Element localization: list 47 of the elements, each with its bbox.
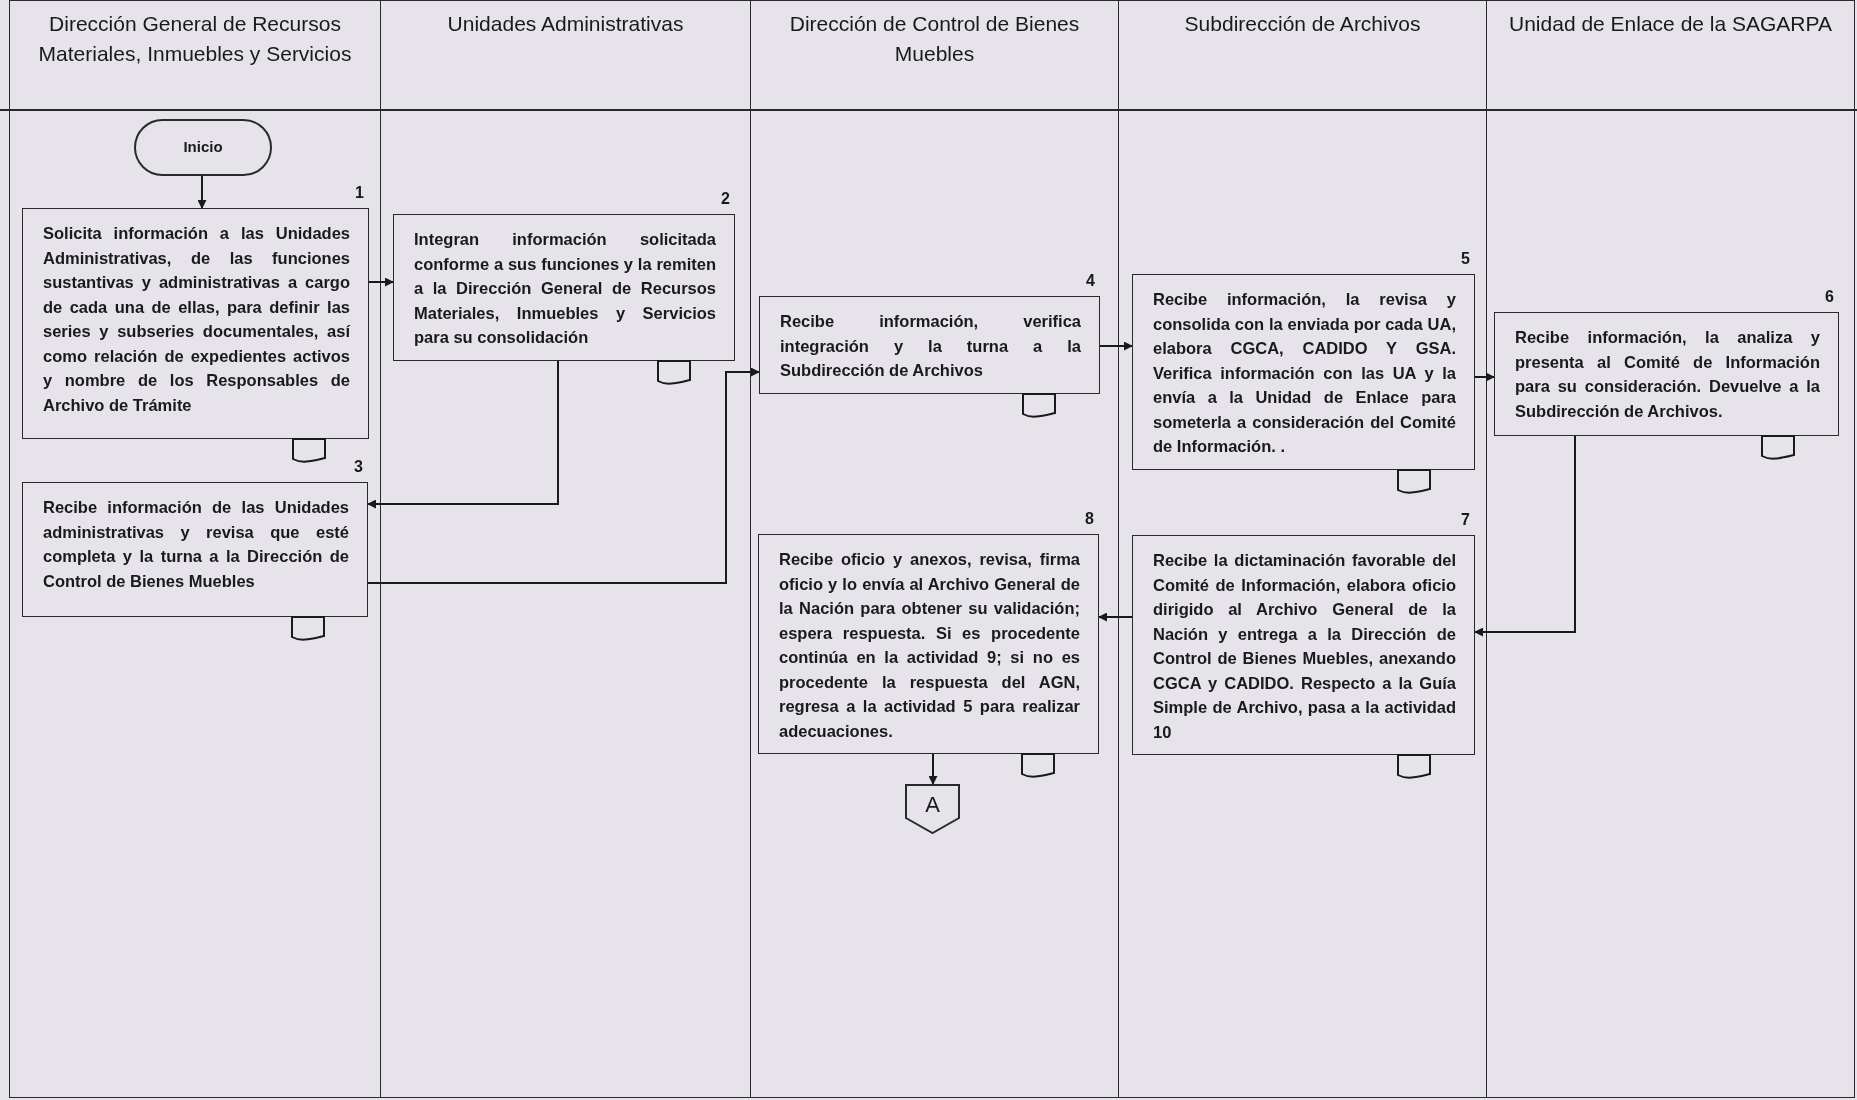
terminal-label: Inicio <box>183 137 223 158</box>
lane-header: Dirección de Control de Bienes Muebles <box>788 11 1081 67</box>
flow-arrow <box>367 367 760 584</box>
lane-header: Unidad de Enlace de la SAGARPA <box>1509 11 1832 37</box>
process-box <box>758 534 1099 754</box>
flow-arrow <box>367 359 559 509</box>
step-number: 5 <box>1461 250 1470 268</box>
flow-arrow <box>368 277 394 287</box>
step-number: 1 <box>355 184 364 202</box>
flow-arrow <box>1099 341 1133 351</box>
step-number: 4 <box>1086 272 1095 290</box>
process-box <box>1132 274 1475 470</box>
process-box <box>1494 312 1839 436</box>
lane-header: Unidades Administrativas <box>446 11 685 37</box>
lane-header: Subdirección de Archivos <box>1183 11 1422 37</box>
flow-arrow <box>1474 435 1576 637</box>
swimlane <box>1487 0 1855 1098</box>
flow-arrow <box>1098 612 1133 622</box>
process-box <box>759 296 1100 394</box>
process-box <box>393 214 735 361</box>
flow-arrow <box>928 753 938 785</box>
flow-arrow <box>1474 372 1495 382</box>
activity-text: Integran información solicitada conforme a sus funciones y la remiten a la Dirección General de Recursos Materiales, Inmuebles y Servicios para su consolidación <box>414 229 716 348</box>
step-number: 8 <box>1085 510 1094 528</box>
step-number: 7 <box>1461 511 1470 529</box>
swimlane <box>9 0 381 1098</box>
lane-header: Dirección General de Recursos Materiales, Inmuebles y Servicios <box>37 11 353 67</box>
activity-text: Recibe información, verifica integración y la turna a la Subdirección de Archivos <box>780 311 1081 381</box>
activity-text: Recibe oficio y anexos, revisa, firma oficio y lo envía al Archivo General de la Nación para obtener su validación; espera respuesta. Si es procedente continúa en la actividad 9; si no es procedente la respuesta del AGN, regresa a la actividad 5 para realizar adecuaciones. <box>779 549 1080 742</box>
flow-arrow <box>197 175 207 209</box>
swimlane <box>751 0 1119 1098</box>
activity-text: Recibe la dictaminación favorable del Comité de Información, elabora oficio dirigido al Archivo General de la Nación y entrega a la Dirección de Control de Bienes Muebles, anexando CGCA y CADIDO. Respecto a la Guía Simple de Archivo, pasa a la actividad 10 <box>1153 550 1456 743</box>
step-number: 6 <box>1825 288 1834 306</box>
swimlane <box>381 0 751 1098</box>
step-number: 2 <box>721 190 730 208</box>
process-box <box>22 208 369 439</box>
start-terminal <box>134 119 272 176</box>
activity-text: Recibe información, la revisa y consolida con la enviada por cada UA, elabora CGCA, CADIDO Y GSA. Verifica información con las UA y la envía a la Unidad de Enlace para someterla a consideración del Comité de Información. . <box>1153 289 1456 457</box>
process-box <box>22 482 368 617</box>
activity-text: Recibe información, la analiza y presenta al Comité de Información para su consideración. Devuelve a la Subdirección de Archivos. <box>1515 327 1820 422</box>
swimlane <box>1119 0 1487 1098</box>
offpage-connector <box>905 784 960 834</box>
terminal-label: A <box>925 792 940 818</box>
activity-text: Recibe información de las Unidades administrativas y revisa que esté completa y la turna a la Dirección de Control de Bienes Muebles <box>43 497 349 592</box>
step-number: 3 <box>354 458 363 476</box>
process-box <box>1132 535 1475 755</box>
activity-text: Solicita información a las Unidades Administrativas, de las funciones sustantivas y administrativas a cargo de cada una de ellas, para definir las series y subseries documentales, así como relación de expedientes activos y nombre de los Responsables de Archivo de Trámite <box>43 223 350 416</box>
